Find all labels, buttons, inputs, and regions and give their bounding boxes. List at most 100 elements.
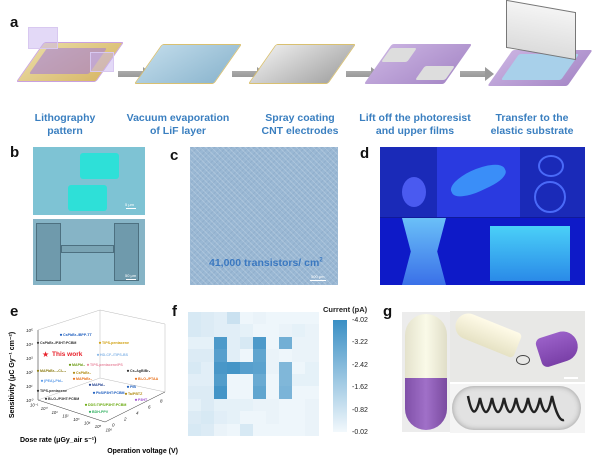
heatmap-cell [292, 324, 306, 338]
heatmap-cell [227, 411, 241, 425]
capsule [405, 314, 447, 430]
data-point [88, 410, 92, 413]
data-point [96, 353, 100, 356]
heatmap-cell [188, 324, 202, 338]
colorbar-tick-label: -4.02 [352, 317, 368, 324]
capsule-photo [402, 312, 450, 432]
spring [516, 355, 530, 365]
data-point [59, 333, 63, 336]
heatmap-cell [279, 398, 293, 412]
heatmap-cell [188, 312, 202, 325]
heatmap-cell [188, 349, 202, 363]
colorbar-title: Current (pA) [323, 305, 368, 314]
heatmap-cell [214, 336, 228, 350]
fluorescent-patterns-photo [380, 147, 585, 285]
heatmap-cell [279, 374, 293, 387]
heatmap-cell [240, 423, 254, 437]
data-point [134, 377, 138, 380]
spring-xray-icon [466, 395, 565, 422]
colorbar-tick-label: -3.22 [352, 339, 368, 347]
axis-tick-label: 10⁵ [95, 424, 102, 429]
heatmap-cell [292, 361, 306, 375]
heatmap-cell [214, 398, 228, 412]
heatmap-cell [240, 361, 254, 375]
heatmap-cell [188, 361, 202, 375]
scale-bar-label: 50 μm [125, 273, 137, 278]
heatmap-cell [240, 411, 254, 425]
heatmap-cell [227, 423, 241, 437]
heatmap-cell [214, 386, 228, 400]
heatmap-cell [266, 423, 280, 437]
heatmap-cell [201, 386, 215, 400]
fu-character-circle [534, 181, 566, 213]
axis-tick-label: 10¹ [52, 410, 59, 415]
heatmap-cell [214, 411, 228, 425]
heatmap-cell [305, 361, 319, 375]
heatmap-cell [279, 336, 293, 350]
heatmap-cell [305, 336, 319, 350]
heatmap-cell [240, 349, 254, 363]
capsule-xray [452, 386, 581, 430]
heatmap-cell [279, 386, 293, 400]
data-point-label: PbS/P3HT:PCBM [96, 391, 125, 395]
heatmap-cell [305, 374, 319, 387]
heatmap-cell [214, 374, 228, 387]
data-point-label: Bi₂O₃/P3HT:PCBM [48, 397, 79, 401]
capsule-white-half [405, 314, 447, 378]
data-point [40, 379, 44, 382]
photoresist-block [28, 27, 58, 49]
plot-box [37, 309, 166, 423]
heatmap-cell [305, 349, 319, 363]
heatmap-cell [266, 324, 280, 338]
micrograph-top: 5 μm [33, 147, 145, 215]
heatmap-cell [227, 349, 241, 363]
step-4-line1: Lift off the photoresist [359, 112, 471, 124]
colorbar-tick-label: -1.62 [352, 384, 368, 392]
data-point-label: TIPS-pentacene/PS [90, 363, 123, 367]
data-point [36, 341, 40, 344]
step-3-line2: CNT electrodes [261, 125, 339, 137]
dolphin-shape [447, 157, 509, 203]
axis-tick-label: 10⁴ [84, 420, 91, 425]
heatmap-cell [188, 374, 202, 387]
heatmap-cell [266, 336, 280, 350]
data-point [126, 369, 130, 372]
data-point-label: CsPbBr₃/BPP-TT [63, 333, 93, 337]
electrode-pad [68, 185, 107, 211]
density-text: 41,000 transistors/ cm [209, 257, 320, 269]
heatmap-cell [305, 386, 319, 400]
axis-tick-label: 10⁵ [26, 328, 33, 333]
scale-bar [126, 279, 136, 280]
heatmap-cell [266, 374, 280, 387]
heatmap-cell [279, 361, 293, 375]
heatmap-cell [201, 349, 215, 363]
heatmap-cell [279, 324, 293, 338]
heatmap-cell [292, 411, 306, 425]
heatmap-cell [266, 312, 280, 325]
heatmap-cell [240, 312, 254, 325]
heatmap-cell [305, 398, 319, 412]
scale-bar-label: 500 μm [311, 274, 325, 279]
dolphin-pattern [437, 147, 520, 217]
axis-tick-label: 0 [112, 423, 115, 428]
heatmap-cell [266, 398, 280, 412]
heatmap-cell [253, 312, 267, 325]
heatmap-cell [201, 312, 215, 325]
heatmap-cell [253, 361, 267, 375]
heatmap-cell [253, 398, 267, 412]
heatmap-cell [292, 398, 306, 412]
axis-tick-label: 8 [160, 399, 163, 404]
data-point [98, 341, 102, 344]
lif-chip-image [133, 44, 243, 84]
density-label: 41,000 transistors/ cm2 [209, 257, 323, 270]
heatmap-cell [188, 336, 202, 350]
axis-tick-label: 10⁰ [41, 406, 49, 411]
panda-pattern [380, 147, 437, 217]
arrow-icon [460, 67, 494, 81]
z-axis-title: Sensitivity (μC Gy⁻¹ cm⁻²) [9, 332, 16, 418]
panel-label-b: b [10, 144, 20, 161]
heatmap-cell [292, 312, 306, 325]
heatmap-cell [305, 411, 319, 425]
